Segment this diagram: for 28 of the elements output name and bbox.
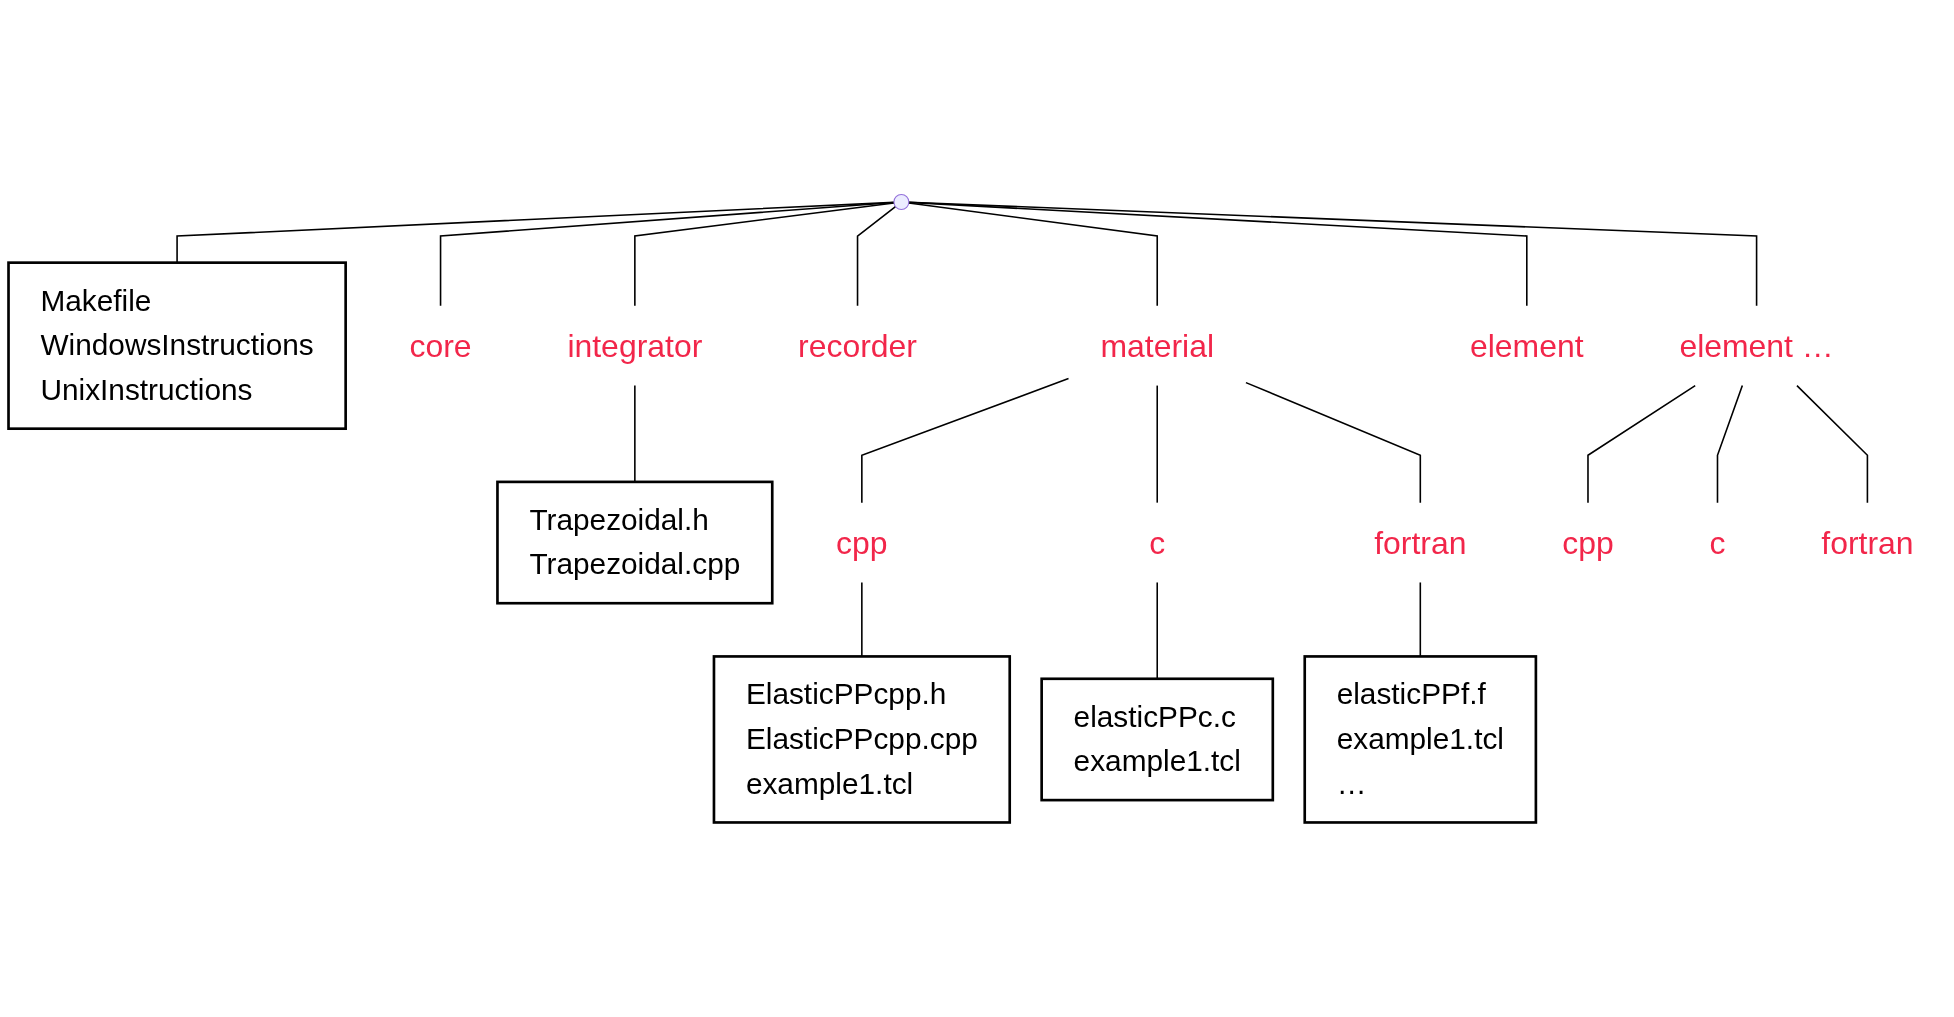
- connector-line: [1716, 384, 1744, 504]
- connector-line: [634, 202, 895, 307]
- folder-label: c: [1149, 525, 1166, 561]
- file-list-box: Makefile WindowsInstructions UnixInstructions: [7, 261, 347, 430]
- connector-line: [907, 202, 1159, 307]
- file-list-box: Trapezoidal.h Trapezoidal.cpp: [496, 480, 774, 605]
- folder-label: recorder: [798, 328, 917, 364]
- connector-line: [1245, 381, 1422, 504]
- folder-label: material: [1100, 328, 1214, 364]
- connector-line: [1796, 384, 1869, 504]
- connector-line: [1156, 384, 1159, 504]
- connector-line: [1587, 384, 1696, 504]
- folder-label: cpp: [1562, 525, 1614, 561]
- folder-label: cpp: [836, 525, 888, 561]
- folder-label: core: [409, 328, 472, 364]
- folder-label: element …: [1679, 328, 1834, 364]
- file-list-box: elasticPPc.c example1.tcl: [1040, 677, 1275, 802]
- connector-line: [861, 377, 1070, 504]
- connector-line: [856, 205, 897, 307]
- folder-label: fortran: [1374, 525, 1467, 561]
- file-list-box: elasticPPf.f example1.tcl …: [1303, 655, 1538, 824]
- folder-label: integrator: [567, 328, 703, 364]
- folder-label: fortran: [1821, 525, 1914, 561]
- junction-point: [893, 194, 910, 210]
- folder-label: c: [1709, 525, 1726, 561]
- folder-label: element: [1470, 328, 1584, 364]
- file-list-box: ElasticPPcpp.h ElasticPPcpp.cpp example1.tcl: [712, 655, 1012, 824]
- connector-line: [908, 201, 1758, 307]
